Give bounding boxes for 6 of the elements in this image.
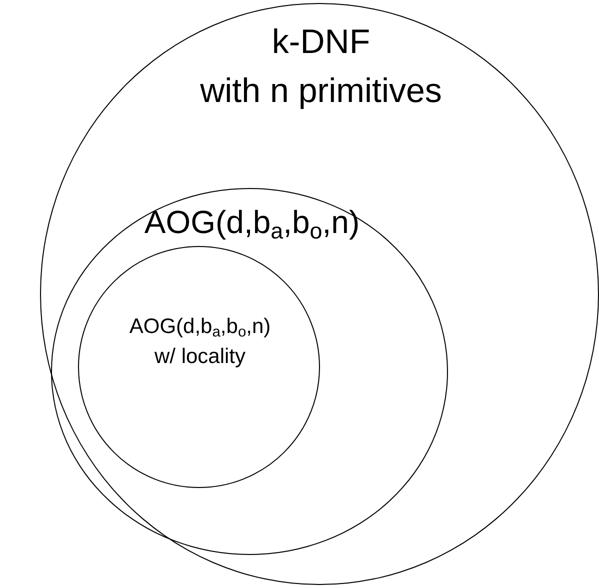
- set-label: AOG(d,b$_{a}$,b$_{o}$,n) w/ locality: [128, 314, 272, 370]
- set-label: k-DNF with n primitives: [199, 22, 443, 112]
- set-circle: [78, 246, 320, 488]
- set-circle: [51, 188, 448, 555]
- set-label: AOG(d,b$_{a}$,b$_{o}$,n): [143, 203, 361, 246]
- set-circle: [40, 3, 599, 585]
